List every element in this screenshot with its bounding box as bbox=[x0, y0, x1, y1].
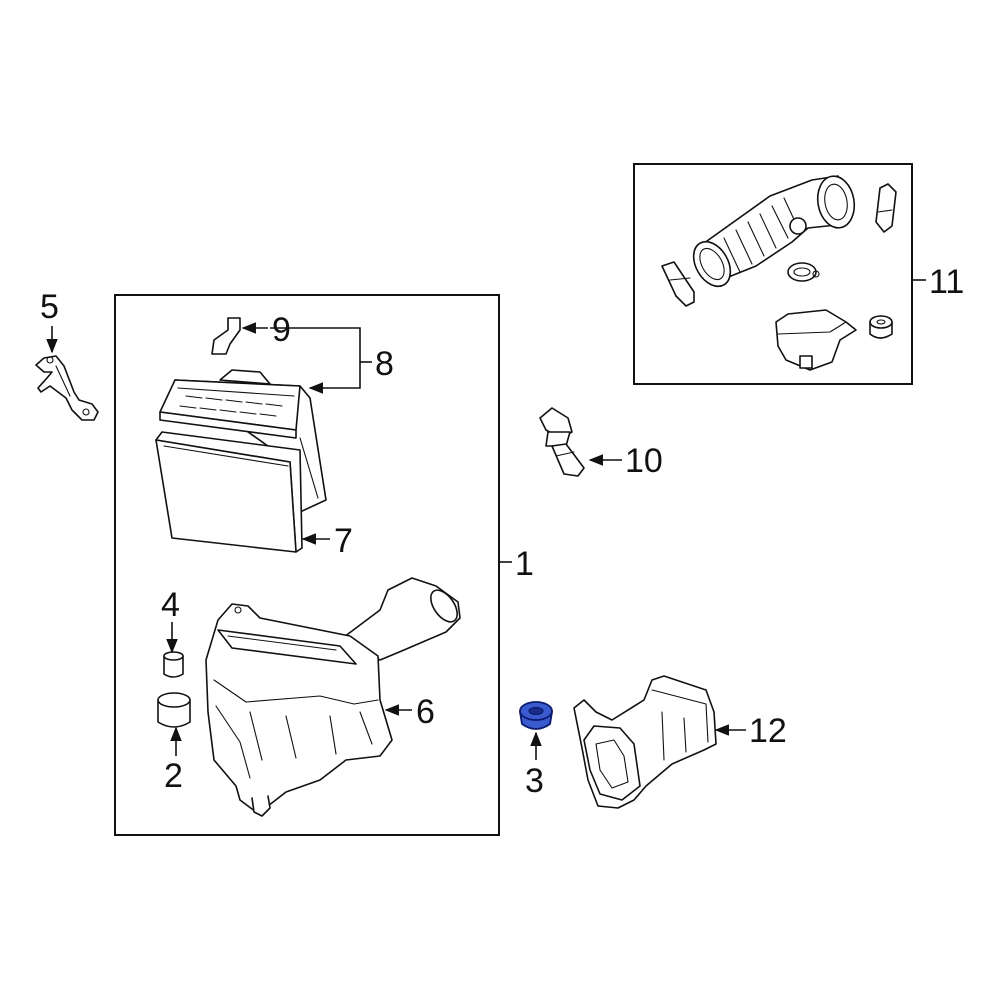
part-air-duct[interactable] bbox=[573, 675, 717, 809]
part-hose-clamp-small[interactable] bbox=[787, 262, 820, 282]
part-bracket[interactable] bbox=[35, 355, 99, 421]
callout-9: 9 bbox=[272, 311, 291, 349]
part-hose-clamp-right[interactable] bbox=[875, 183, 897, 233]
grommet-hole bbox=[528, 706, 544, 716]
callout-7: 7 bbox=[334, 522, 353, 560]
part-lower-housing[interactable] bbox=[205, 577, 463, 817]
part-filter-element[interactable] bbox=[155, 431, 303, 553]
callout-2: 2 bbox=[164, 757, 183, 795]
callout-5: 5 bbox=[40, 288, 59, 326]
part-sensor[interactable] bbox=[539, 407, 585, 477]
part-element-cover[interactable] bbox=[159, 369, 327, 513]
part-intake-tube[interactable] bbox=[686, 173, 858, 293]
part-resonator[interactable] bbox=[775, 309, 857, 371]
leader-lines bbox=[46, 279, 926, 760]
callout-6: 6 bbox=[416, 693, 435, 731]
callout-10: 10 bbox=[625, 442, 663, 480]
callout-12: 12 bbox=[749, 712, 787, 750]
part-grommet-highlighted[interactable] bbox=[518, 701, 554, 730]
part-grommet-small[interactable] bbox=[163, 651, 184, 678]
part-mount-rubber[interactable] bbox=[869, 315, 893, 339]
callout-11: 11 bbox=[929, 263, 964, 301]
intake-tube-kit-box bbox=[633, 163, 913, 385]
callout-8: 8 bbox=[375, 345, 394, 383]
part-clip[interactable] bbox=[211, 317, 241, 355]
part-mount-cap[interactable] bbox=[157, 692, 191, 728]
callout-3: 3 bbox=[525, 762, 544, 800]
part-hose-clamp-left[interactable] bbox=[661, 261, 695, 307]
callout-4: 4 bbox=[161, 586, 180, 624]
air-cleaner-assembly-box bbox=[114, 294, 500, 836]
callout-1: 1 bbox=[515, 545, 534, 583]
